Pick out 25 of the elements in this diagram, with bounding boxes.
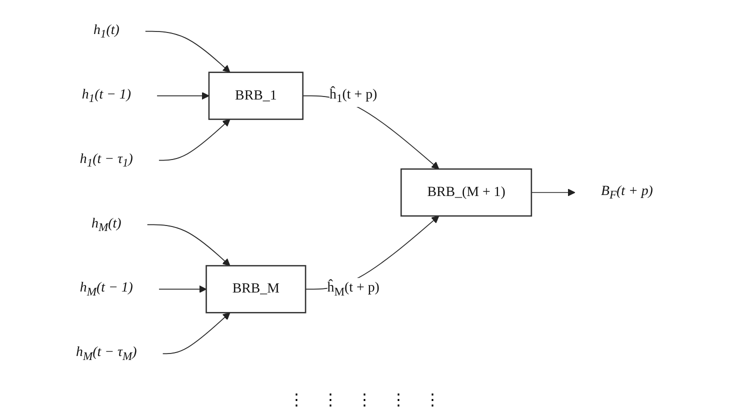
node-box (400, 168, 532, 217)
arrow (156, 92, 210, 100)
vertical-ellipsis: ⋮ (424, 391, 440, 410)
node-text: h$_{M}$(t − 1) (80, 280, 133, 298)
node-text: h$_{1}$(t − 1) (82, 87, 131, 105)
vertical-ellipsis: ⋮ (288, 391, 304, 410)
arrow (530, 188, 576, 196)
arrow (146, 224, 230, 266)
node-box (206, 265, 306, 314)
node-text: h$_{M}$(t) (92, 216, 122, 234)
node-text: h$_{1}$(t) (93, 22, 120, 40)
arrow (158, 285, 207, 293)
vertical-ellipsis: ⋮ (356, 391, 372, 410)
arrow (162, 312, 230, 354)
vertical-ellipsis: ⋮ (390, 391, 406, 410)
node-text: h$_{1}$(t − τ$_{1}$) (80, 152, 133, 170)
arrow (158, 118, 230, 161)
node-text: B$_{F}$(t + p) (600, 184, 653, 202)
edge-label: ĥ$_{M}$(t + p) (327, 280, 380, 298)
node-box (208, 72, 304, 120)
arrow (144, 30, 230, 73)
vertical-ellipsis: ⋮ (322, 391, 338, 410)
edge-label: ĥ$_{1}$(t + p) (330, 87, 378, 105)
block-diagram: ĥ$_{1}$(t + p) ĥ$_{M}$(t + p) h$_{1}$(t) h$_{1}$(t − 1) h$_{1}$(t − τ$_{1}$) BRB_1 h$_{M}$(t) h$_{M}$(t − 1) h$_{M}$(t − τ$_{M}$) BRB_M BRB_(M + 1) B$_{F}$(t + p) (0, 0, 729, 385)
node-text: h$_{M}$(t − τ$_{M}$) (76, 344, 137, 362)
